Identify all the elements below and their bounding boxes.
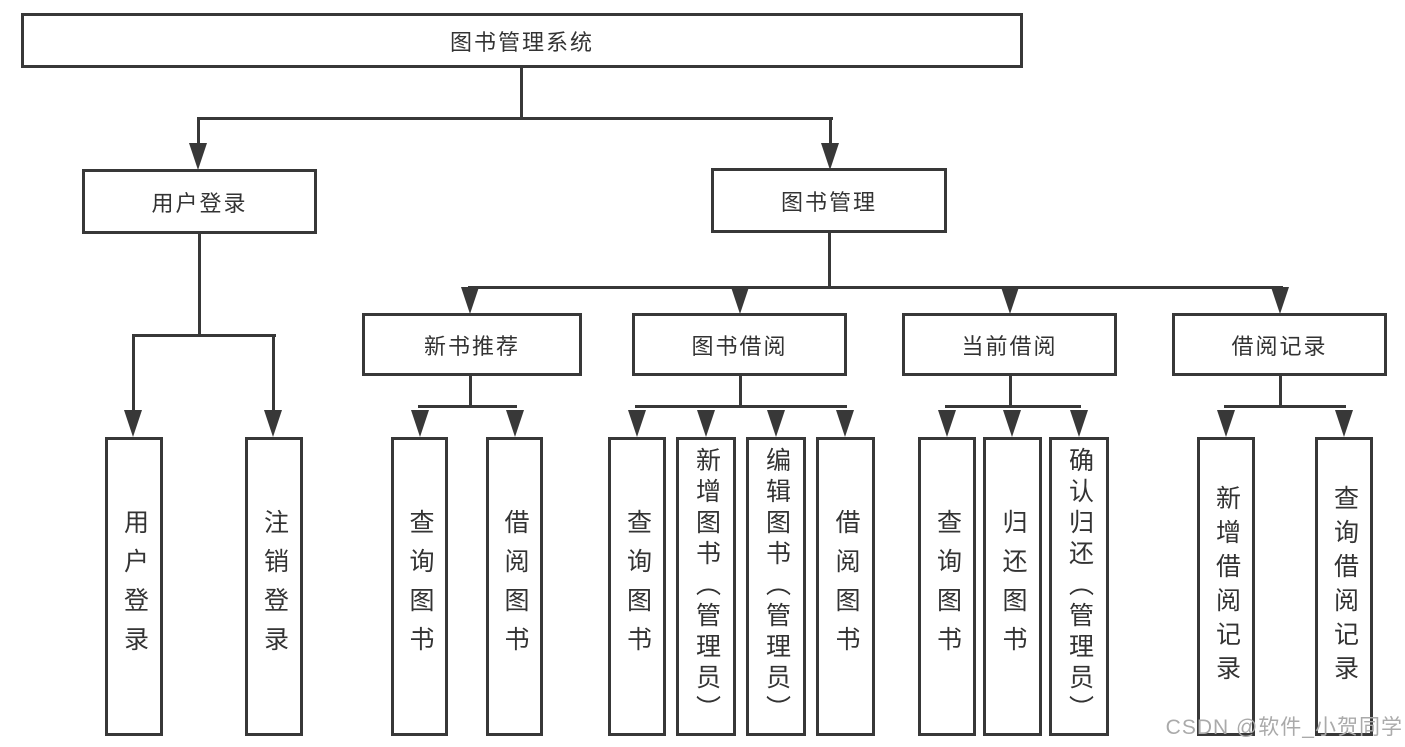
- node-book-borrow-label: 图书借阅: [691, 333, 788, 359]
- leaf-label: 查询借阅记录: [1330, 484, 1359, 689]
- node-new-book-recommend: 新书推荐: [362, 313, 582, 376]
- arrowhead-down: [697, 410, 715, 437]
- leaf-query-books-2: 查询图书: [608, 437, 666, 736]
- node-root-label: 图书管理系统: [449, 29, 594, 55]
- connector-line: [272, 336, 275, 412]
- node-root: 图书管理系统: [21, 13, 1023, 68]
- leaf-label: 归还图书: [999, 508, 1027, 665]
- connector-line: [469, 376, 472, 407]
- node-current-borrow: 当前借阅: [902, 313, 1117, 376]
- connector-line: [132, 334, 276, 337]
- node-user-login-label: 用户登录: [151, 190, 248, 216]
- arrowhead-down: [264, 410, 282, 437]
- connector-line: [132, 336, 135, 412]
- connector-line: [468, 286, 1283, 289]
- leaf-edit-books-admin: 编辑图书（管理员）: [746, 437, 806, 736]
- arrowhead-down: [1070, 410, 1088, 437]
- node-book-management-label: 图书管理: [780, 189, 877, 215]
- leaf-query-books-1: 查询图书: [391, 437, 448, 736]
- connector-line: [1224, 405, 1346, 408]
- connector-line: [1009, 376, 1012, 407]
- leaf-label: 借阅图书: [832, 508, 860, 665]
- connector-line: [197, 119, 200, 147]
- connector-line: [520, 68, 523, 119]
- arrowhead-down: [731, 287, 749, 314]
- leaf-return-books: 归还图书: [983, 437, 1042, 736]
- node-borrow-records-label: 借阅记录: [1231, 333, 1328, 359]
- leaf-label: 查询图书: [933, 508, 962, 665]
- leaf-label: 编辑图书（管理员）: [762, 447, 791, 726]
- arrowhead-down: [836, 410, 854, 437]
- arrowhead-down: [628, 410, 646, 437]
- leaf-user-login: 用户登录: [105, 437, 163, 736]
- connector-line: [1279, 376, 1282, 407]
- arrowhead-down: [767, 410, 785, 437]
- leaf-borrow-books-1: 借阅图书: [486, 437, 543, 736]
- leaf-label: 新增图书（管理员）: [692, 447, 721, 726]
- arrowhead-down: [124, 410, 142, 437]
- node-borrow-records: 借阅记录: [1172, 313, 1387, 376]
- leaf-query-books-3: 查询图书: [918, 437, 976, 736]
- leaf-label: 用户登录: [120, 508, 149, 665]
- leaf-add-books-admin: 新增图书（管理员）: [676, 437, 736, 736]
- node-current-borrow-label: 当前借阅: [961, 333, 1058, 359]
- connector-line: [635, 405, 847, 408]
- connector-line: [829, 119, 832, 147]
- leaf-label: 确认归还（管理员）: [1065, 447, 1094, 726]
- node-book-borrow: 图书借阅: [632, 313, 847, 376]
- leaf-label: 查询图书: [623, 508, 652, 665]
- connector-line: [945, 405, 1081, 408]
- leaf-label: 借阅图书: [501, 508, 529, 665]
- leaf-confirm-return-admin: 确认归还（管理员）: [1049, 437, 1109, 736]
- arrowhead-down: [189, 143, 207, 170]
- arrowhead-down: [461, 287, 479, 314]
- node-new-book-recommend-label: 新书推荐: [423, 333, 520, 359]
- arrowhead-down: [506, 410, 524, 437]
- arrowhead-down: [411, 410, 429, 437]
- connector-line: [197, 117, 833, 120]
- arrowhead-down: [1003, 410, 1021, 437]
- leaf-add-borrow-record: 新增借阅记录: [1197, 437, 1255, 736]
- arrowhead-down: [1217, 410, 1235, 437]
- leaf-label: 注销登录: [260, 508, 289, 665]
- connector-line: [828, 233, 831, 288]
- node-user-login: 用户登录: [82, 169, 317, 234]
- connector-line: [198, 234, 201, 337]
- connector-line: [739, 376, 742, 407]
- arrowhead-down: [1335, 410, 1353, 437]
- arrowhead-down: [1271, 287, 1289, 314]
- leaf-borrow-books-2: 借阅图书: [816, 437, 875, 736]
- arrowhead-down: [938, 410, 956, 437]
- leaf-query-borrow-record: 查询借阅记录: [1315, 437, 1373, 736]
- arrowhead-down: [1001, 287, 1019, 314]
- leaf-label: 查询图书: [406, 508, 434, 665]
- node-book-management: 图书管理: [711, 168, 947, 233]
- leaf-logout: 注销登录: [245, 437, 303, 736]
- leaf-label: 新增借阅记录: [1212, 484, 1241, 689]
- csdn-watermark: CSDN @软件_小贺同学: [1165, 716, 1403, 739]
- connector-line: [418, 405, 517, 408]
- arrowhead-down: [821, 143, 839, 170]
